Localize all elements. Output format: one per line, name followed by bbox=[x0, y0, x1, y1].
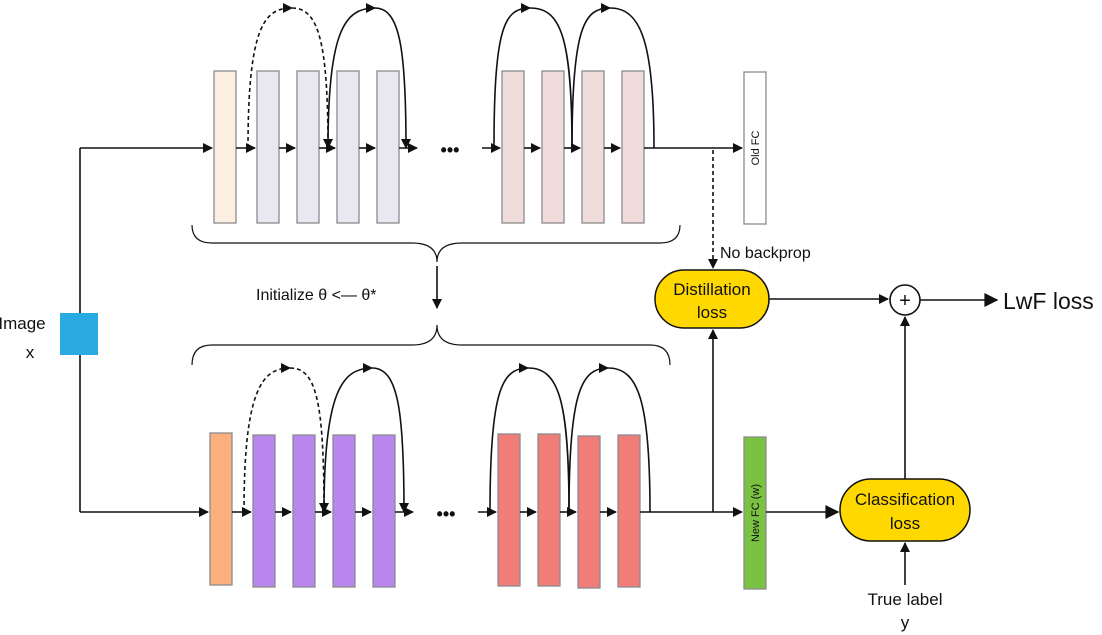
old-skip-solid-head bbox=[327, 3, 376, 149]
old-fc-label: Old FC bbox=[750, 131, 762, 166]
new-network: ••• New FC (w) bbox=[209, 363, 767, 590]
old-skip-4-tail bbox=[609, 7, 655, 149]
old-ellipsis: ••• bbox=[441, 140, 460, 160]
true-label-line1: True label bbox=[868, 590, 943, 609]
new-layer-9 bbox=[617, 434, 641, 588]
old-skip-3-tail bbox=[529, 7, 573, 149]
old-skip-3-head bbox=[493, 3, 531, 149]
new-layer-7 bbox=[537, 433, 561, 587]
no-backprop-label: No backprop bbox=[720, 245, 811, 262]
classification-loss-line1: Classification bbox=[855, 490, 955, 509]
old-layer-9 bbox=[621, 70, 645, 224]
old-layer-3 bbox=[296, 70, 320, 224]
input-label-image: Image bbox=[0, 314, 46, 333]
top-brace bbox=[191, 224, 681, 263]
new-skip-solid-head bbox=[323, 363, 373, 513]
old-layer-1 bbox=[213, 70, 237, 224]
new-skip-3-tail bbox=[527, 367, 570, 513]
old-layer-6 bbox=[501, 70, 525, 224]
new-fc-label: New FC (w) bbox=[750, 484, 762, 542]
distillation-loss-line2: loss bbox=[697, 303, 727, 322]
new-layer-4 bbox=[332, 434, 356, 588]
input-image-square bbox=[60, 313, 98, 355]
new-skip-4-head bbox=[568, 363, 609, 513]
old-skip-4-head bbox=[571, 3, 611, 149]
new-skip-4-tail bbox=[607, 367, 651, 513]
new-layer-6 bbox=[497, 433, 521, 587]
new-layer-8 bbox=[577, 435, 601, 589]
bottom-brace bbox=[191, 324, 671, 366]
old-layer-7 bbox=[541, 70, 565, 224]
output-label: LwF loss bbox=[1003, 288, 1094, 314]
new-fc-layer bbox=[743, 436, 767, 590]
new-layer-2 bbox=[252, 434, 276, 588]
old-layer-2 bbox=[256, 70, 280, 224]
classification-loss-line2: loss bbox=[890, 514, 920, 533]
old-layer-5 bbox=[376, 70, 400, 224]
old-fc-layer bbox=[743, 71, 767, 225]
old-skip-dashed-tail bbox=[291, 7, 333, 149]
true-label-line2: y bbox=[901, 613, 910, 632]
new-layer-3 bbox=[292, 434, 316, 588]
new-skip-solid-tail bbox=[371, 367, 409, 513]
new-layer-1 bbox=[209, 432, 233, 586]
new-skip-dashed-head bbox=[243, 363, 291, 513]
initialize-label: Initialize θ <— θ* bbox=[256, 287, 377, 304]
sum-symbol: + bbox=[899, 290, 911, 312]
old-layer-4 bbox=[336, 70, 360, 224]
old-layer-8 bbox=[581, 70, 605, 224]
old-skip-solid-tail bbox=[374, 7, 411, 149]
new-layer-5 bbox=[372, 434, 396, 588]
new-skip-dashed-tail bbox=[289, 367, 329, 513]
distillation-loss-line1: Distillation bbox=[673, 280, 750, 299]
new-ellipsis: ••• bbox=[437, 504, 456, 524]
old-network: ••• Old FC bbox=[213, 3, 767, 225]
new-skip-3-head bbox=[489, 363, 529, 513]
input-label-x: x bbox=[26, 343, 35, 362]
